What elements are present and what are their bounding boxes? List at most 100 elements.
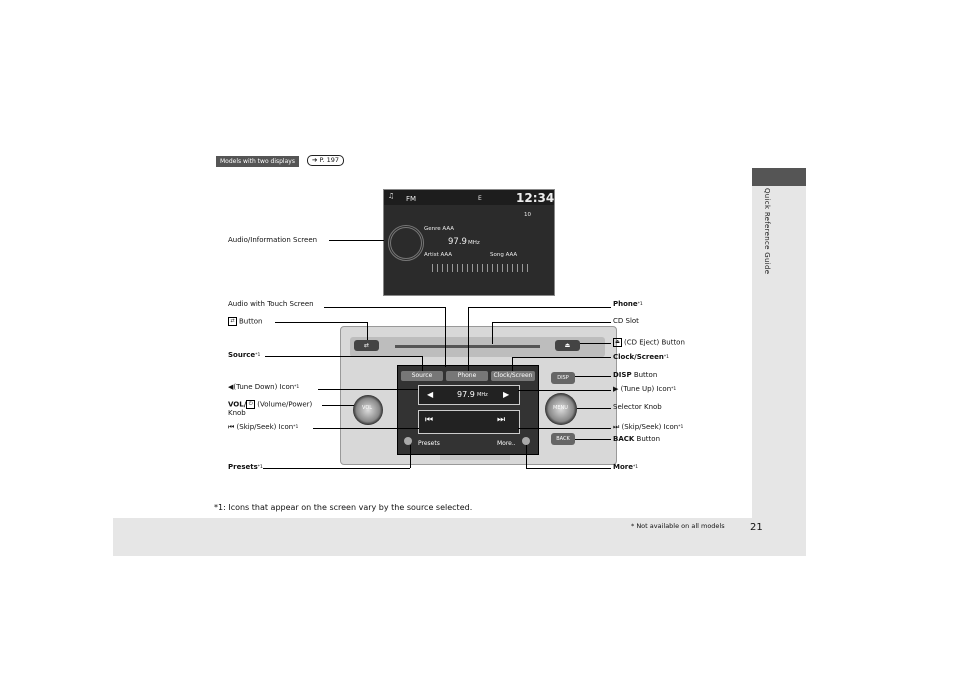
label-presets-text: Presets: [228, 463, 258, 471]
leader-line: [468, 307, 611, 308]
leader-line: [367, 322, 368, 340]
label-knob: Knob: [228, 409, 246, 417]
cd-slot: [395, 345, 540, 348]
screen-artist: Artist AAA: [424, 252, 453, 258]
label-skip-right: ⏭ (Skip/Seek) Icon*1: [613, 423, 683, 432]
label-presets: Presets*1: [228, 463, 263, 472]
label-cd-slot: CD Slot: [613, 317, 639, 325]
leader-line: [329, 240, 384, 241]
page-reference-link[interactable]: ➔ P. 197: [307, 155, 344, 166]
leader-line: [526, 468, 611, 469]
screen-clock: 12:34: [516, 191, 555, 205]
tune-up-icon[interactable]: ▶: [503, 390, 510, 399]
radio-logo-icon: [388, 225, 424, 261]
power-icon: ⏻: [246, 400, 256, 409]
source-button[interactable]: Source: [401, 371, 443, 381]
leader-line: [518, 428, 611, 429]
label-phone-text: Phone: [613, 300, 638, 308]
touch-frequency: 97.9: [457, 390, 475, 399]
skip-forward-icon[interactable]: ⏭: [497, 415, 506, 425]
leader-line: [322, 405, 354, 406]
leader-line: [492, 322, 493, 344]
label-seat-button: ⇄Button: [228, 317, 262, 327]
leader-line: [512, 357, 513, 371]
label-skip-right-text: (Skip/Seek) Icon: [621, 423, 679, 431]
frequency-scale: [432, 264, 530, 272]
eject-icon: ⏏: [613, 338, 622, 347]
label-tune-up: ▶ (Tune Up) Icon*1: [613, 385, 676, 394]
leader-line: [422, 356, 423, 371]
label-vol-text: VOL/: [228, 400, 247, 409]
label-selector-knob: Selector Knob: [613, 403, 662, 411]
seat-icon: ⇄: [363, 342, 370, 349]
back-button[interactable]: BACK: [551, 433, 575, 445]
sidebar-section-label: Quick Reference Guide: [763, 188, 771, 275]
audio-information-screen: ♫ FM E 12:34 10 Genre AAA 97.9 MHz Artis…: [383, 189, 555, 296]
tune-down-icon[interactable]: ◀: [427, 390, 434, 399]
touch-unit: MHz: [477, 392, 488, 398]
footer-band: [113, 518, 806, 556]
footnote-mark: *1: [671, 387, 677, 392]
leader-line: [492, 322, 611, 323]
selector-knob[interactable]: [545, 393, 577, 425]
screen-volume: 10: [524, 212, 531, 218]
label-tune-down: ◀(Tune Down) Icon*1: [228, 383, 299, 392]
label-back-text: BACK: [613, 435, 635, 443]
leader-line: [575, 376, 611, 377]
page-number: 21: [750, 522, 763, 533]
footnote-mark: *1: [632, 465, 639, 470]
label-more-text: More: [613, 463, 633, 471]
leader-line: [445, 307, 446, 367]
eject-icon: ⏏: [564, 342, 571, 349]
skip-back-icon: ⏮: [228, 423, 235, 431]
cd-eject-button[interactable]: ⏏: [555, 340, 580, 351]
disp-button[interactable]: DISP: [551, 372, 575, 384]
label-back: BACK Button: [613, 435, 660, 444]
leader-line: [468, 307, 469, 371]
phone-button[interactable]: Phone: [446, 371, 488, 381]
label-clock-screen-text: Clock/Screen: [613, 353, 664, 361]
label-audio-info-screen: Audio/Information Screen: [228, 236, 318, 244]
skip-bar: ⏮ ⏭: [418, 410, 520, 434]
model-tag: Models with two displays: [216, 156, 299, 167]
leader-line: [275, 322, 367, 323]
menu-knob-label: MENU: [553, 405, 568, 411]
skip-forward-icon: ⏭: [613, 423, 620, 431]
label-audio-touch-screen: Audio with Touch Screen: [228, 300, 314, 308]
more-button[interactable]: More..: [497, 440, 516, 447]
more-dot: [522, 437, 530, 445]
footnote-mark: *1: [294, 385, 300, 390]
arrow-right-icon: ➔: [312, 156, 318, 164]
leader-line: [263, 468, 410, 469]
music-note-icon: ♫: [388, 192, 395, 200]
label-skip-left: ⏮ (Skip/Seek) Icon*1: [228, 423, 298, 432]
presets-dot: [404, 437, 412, 445]
screen-status: E: [478, 195, 482, 202]
volume-power-knob[interactable]: [353, 395, 383, 425]
ref-page: P. 197: [319, 156, 339, 164]
sidebar-band: [752, 168, 806, 518]
footnote-mark: *1: [257, 465, 263, 470]
footnote-mark: *1: [663, 355, 669, 360]
leader-line: [313, 428, 419, 429]
label-phone: Phone*1: [613, 300, 643, 309]
presets-button[interactable]: Presets: [418, 440, 440, 447]
label-more: More*1: [613, 463, 638, 472]
skip-back-icon[interactable]: ⏮: [425, 415, 434, 425]
frequency-bar: ◀ 97.9 MHz ▶: [418, 385, 520, 405]
tune-down-icon: ◀: [228, 383, 234, 391]
screen-unit: MHz: [468, 240, 480, 246]
leader-line: [518, 390, 611, 391]
leader-line: [575, 439, 611, 440]
screen-status-bar: [384, 190, 554, 205]
label-source-text: Source: [228, 351, 256, 359]
label-tune-down-text: (Tune Down) Icon: [233, 383, 295, 391]
label-back-rest: Button: [634, 435, 661, 443]
clock-screen-button[interactable]: Clock/Screen: [491, 371, 535, 381]
seat-button[interactable]: ⇄: [354, 340, 379, 351]
label-volume-knob: VOL/⏻(Volume/Power): [228, 400, 312, 410]
leader-line: [526, 445, 527, 468]
screen-source: FM: [406, 195, 417, 203]
leader-line: [410, 445, 411, 468]
label-disp-rest: Button: [631, 371, 658, 379]
